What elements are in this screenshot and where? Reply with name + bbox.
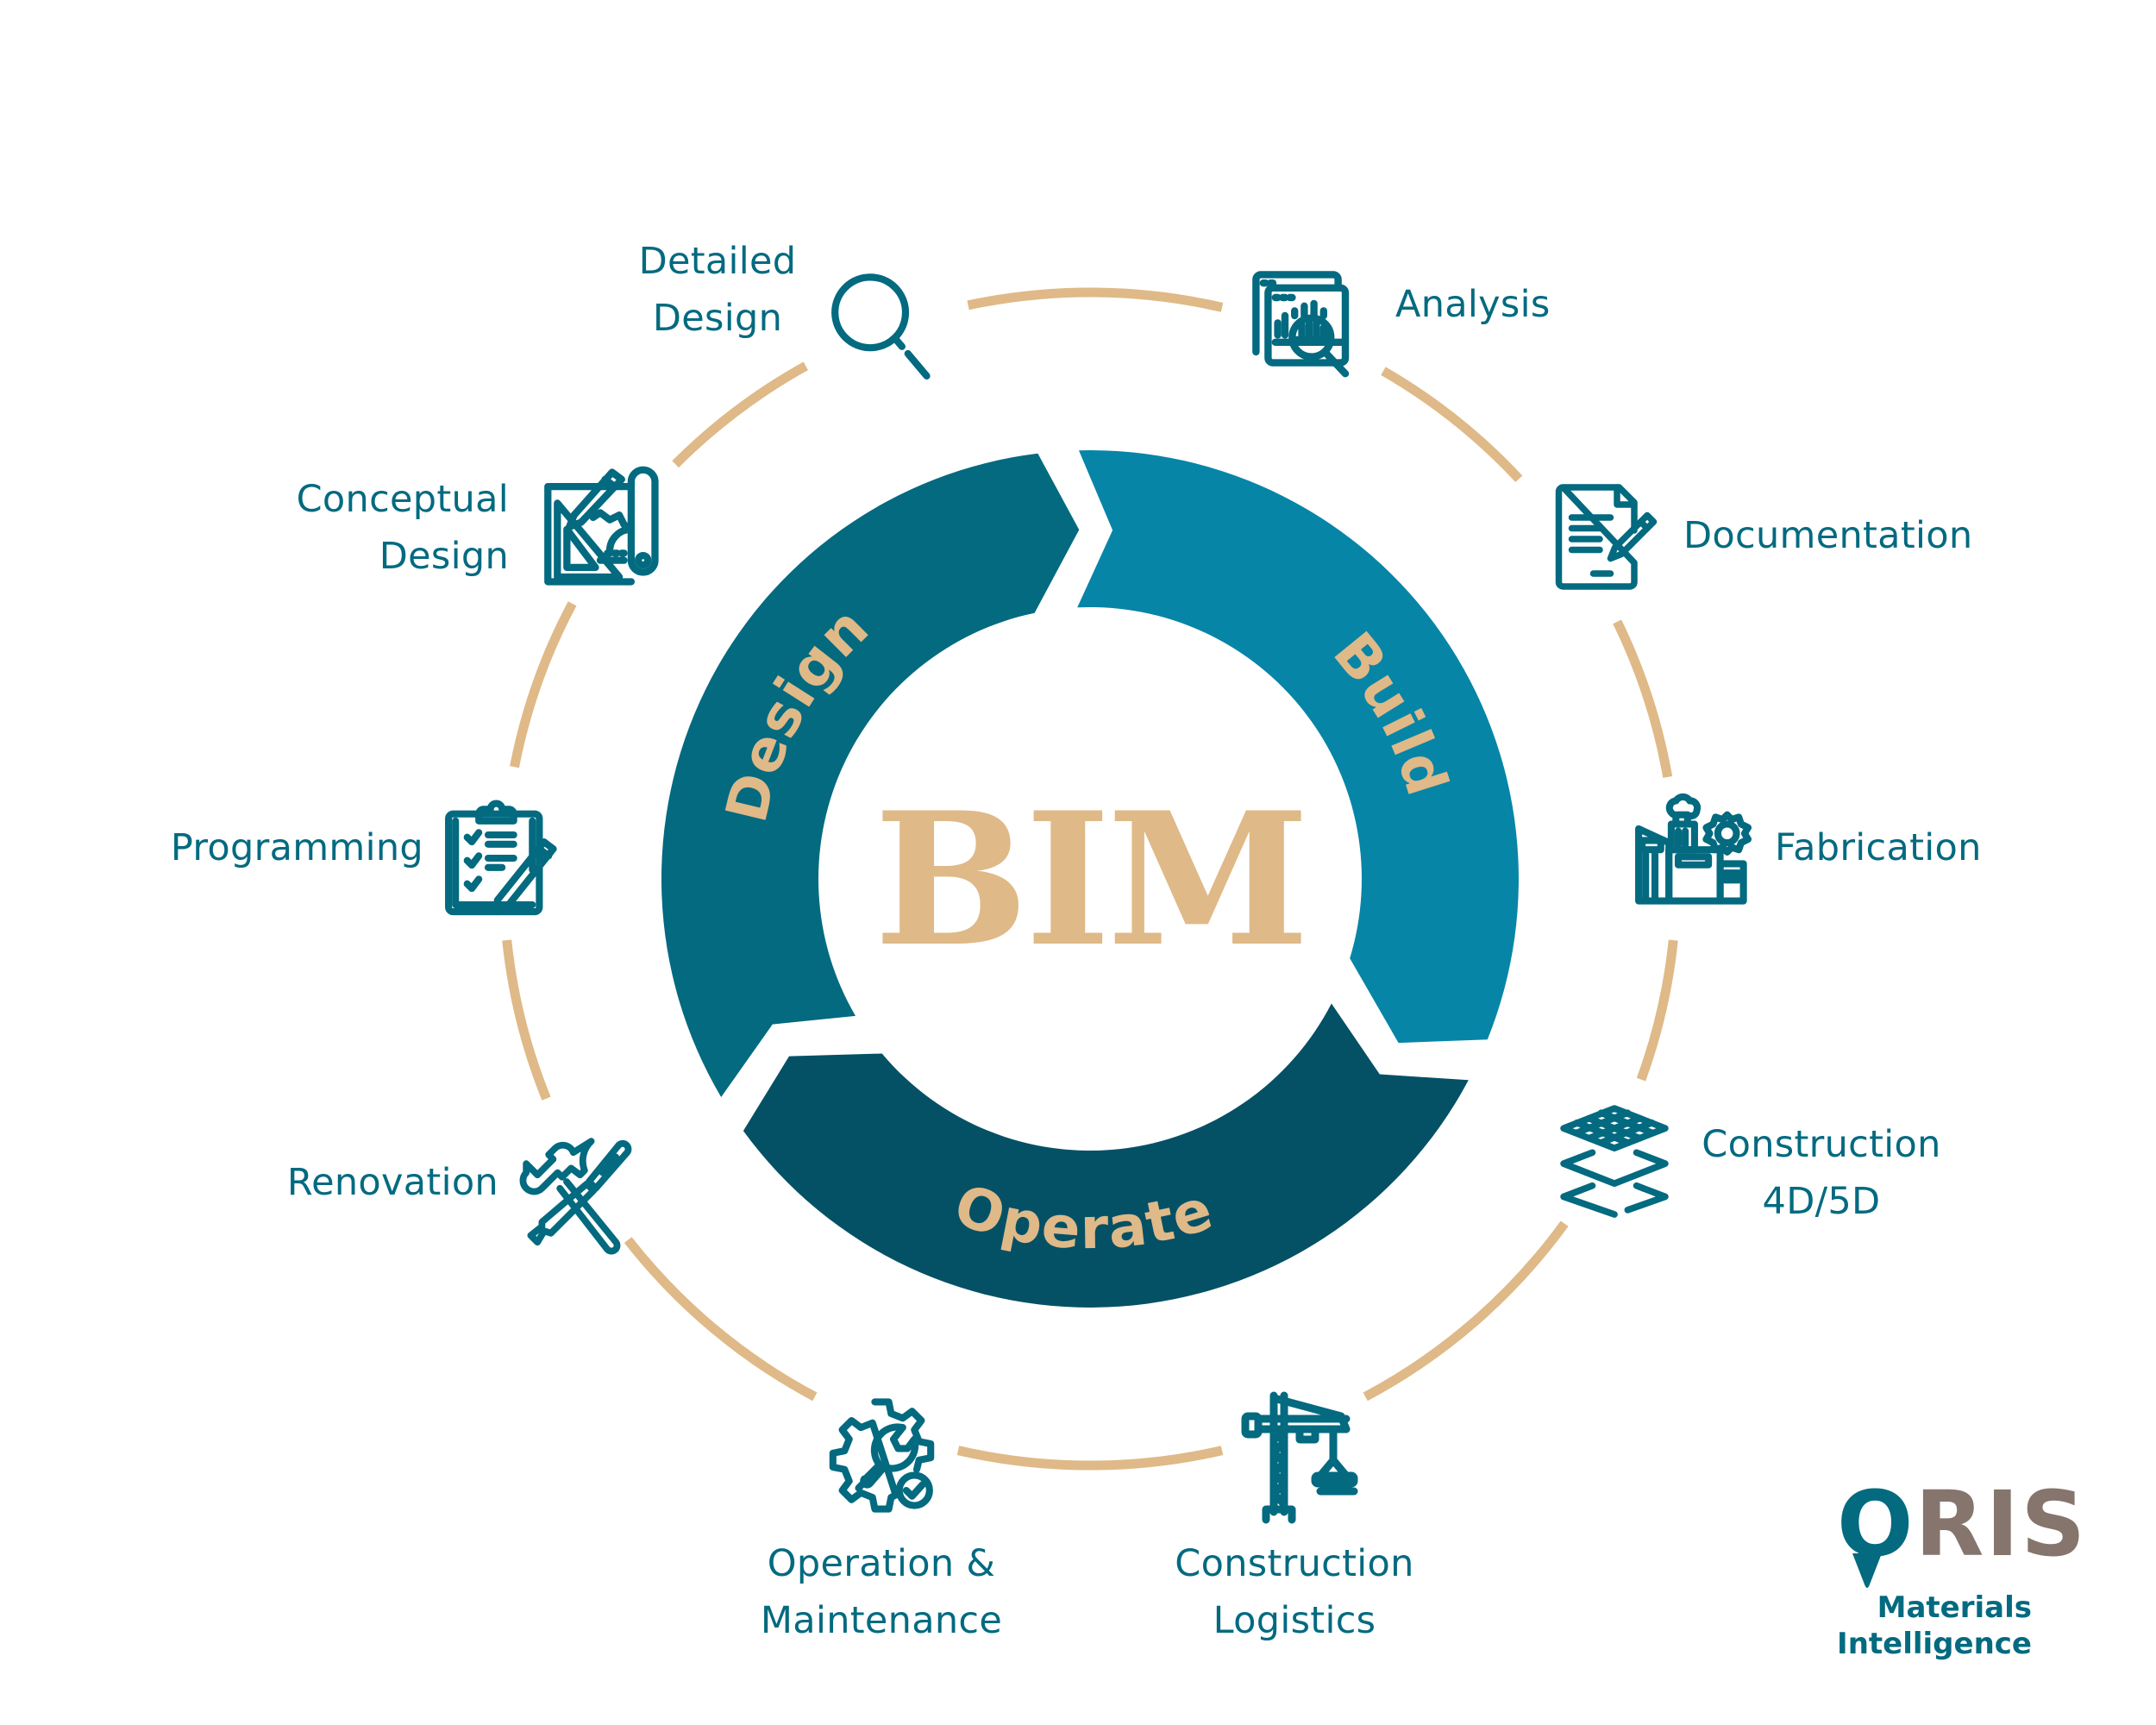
ring-arc — [967, 287, 1224, 312]
stage-label-renovation: Renovation — [154, 1154, 498, 1211]
stage-label-analysis: Analysis — [1395, 276, 1551, 333]
oris-logo: ORIS Materials Intelligence — [1837, 1479, 2085, 1669]
magnifier-icon — [819, 263, 940, 392]
center-title: BIM — [874, 772, 1306, 987]
operate-phase-segment — [743, 1003, 1469, 1308]
ring-arc — [510, 601, 577, 768]
hammer-screwdriver-icon — [517, 1137, 638, 1255]
label-line: Operation & — [767, 1542, 996, 1585]
ring-arc — [672, 361, 808, 468]
label-line: Detailed — [638, 240, 797, 283]
label-line: 4D/5D — [1762, 1180, 1881, 1223]
logo-subtitle-line: Intelligence — [1837, 1627, 2032, 1661]
label-line: Analysis — [1395, 283, 1551, 326]
label-line: Conceptual — [296, 478, 509, 521]
layers-grid-icon — [1559, 1104, 1670, 1218]
logo-subtitle-line: Materials — [1877, 1590, 2032, 1625]
map-pin-icon — [1852, 1553, 1882, 1588]
gear-wrench-check-icon — [824, 1397, 940, 1514]
label-line: Documentation — [1683, 514, 1973, 557]
logo-ris: RIS — [1915, 1471, 2088, 1577]
label-line: Fabrication — [1775, 826, 1982, 869]
phase-ring — [661, 450, 1519, 1308]
outer-lifecycle-ring — [502, 287, 1678, 1471]
ring-arc — [1381, 367, 1523, 482]
ring-arc — [1636, 939, 1678, 1082]
label-line: Programming — [170, 826, 423, 869]
clipboard-checklist-icon — [442, 798, 558, 919]
ring-arc — [1363, 1220, 1569, 1402]
stage-label-documentation: Documentation — [1683, 507, 1972, 564]
stage-label-construction-4d5d: Construction 4D/5D — [1692, 1116, 1951, 1230]
label-line: Construction — [1702, 1123, 1941, 1166]
stage-label-programming: Programming — [78, 819, 423, 876]
factory-gear-icon — [1632, 789, 1752, 906]
logo-wordmark: ORIS — [1837, 1479, 2087, 1569]
label-line: Logistics — [1213, 1599, 1376, 1642]
build-phase-segment — [1077, 450, 1519, 1044]
stage-label-detailed-design: Detailed Design — [614, 233, 821, 347]
ring-arc — [624, 1237, 818, 1402]
stage-label-construction-logistics: Construction Logistics — [1165, 1535, 1424, 1649]
label-line: Design — [379, 535, 509, 578]
stage-label-conceptual-design: Conceptual Design — [164, 471, 509, 585]
ring-arc — [956, 1446, 1224, 1471]
logo-subtitle: Materials Intelligence — [1837, 1590, 2032, 1662]
label-line: Renovation — [286, 1161, 498, 1204]
label-line: Design — [652, 297, 783, 340]
ring-arc — [502, 939, 551, 1101]
label-line: Construction — [1175, 1542, 1414, 1585]
ring-arc — [1613, 619, 1673, 778]
blueprint-pencil-icon — [536, 466, 664, 586]
analytics-window-icon — [1249, 267, 1369, 388]
stage-label-fabrication: Fabrication — [1775, 819, 1982, 876]
stage-label-operation-maintenance: Operation & Maintenance — [743, 1535, 1019, 1649]
design-phase-segment — [661, 453, 1080, 1097]
tower-crane-icon — [1238, 1391, 1367, 1524]
label-line: Maintenance — [760, 1599, 1003, 1642]
document-pen-icon — [1548, 483, 1660, 591]
